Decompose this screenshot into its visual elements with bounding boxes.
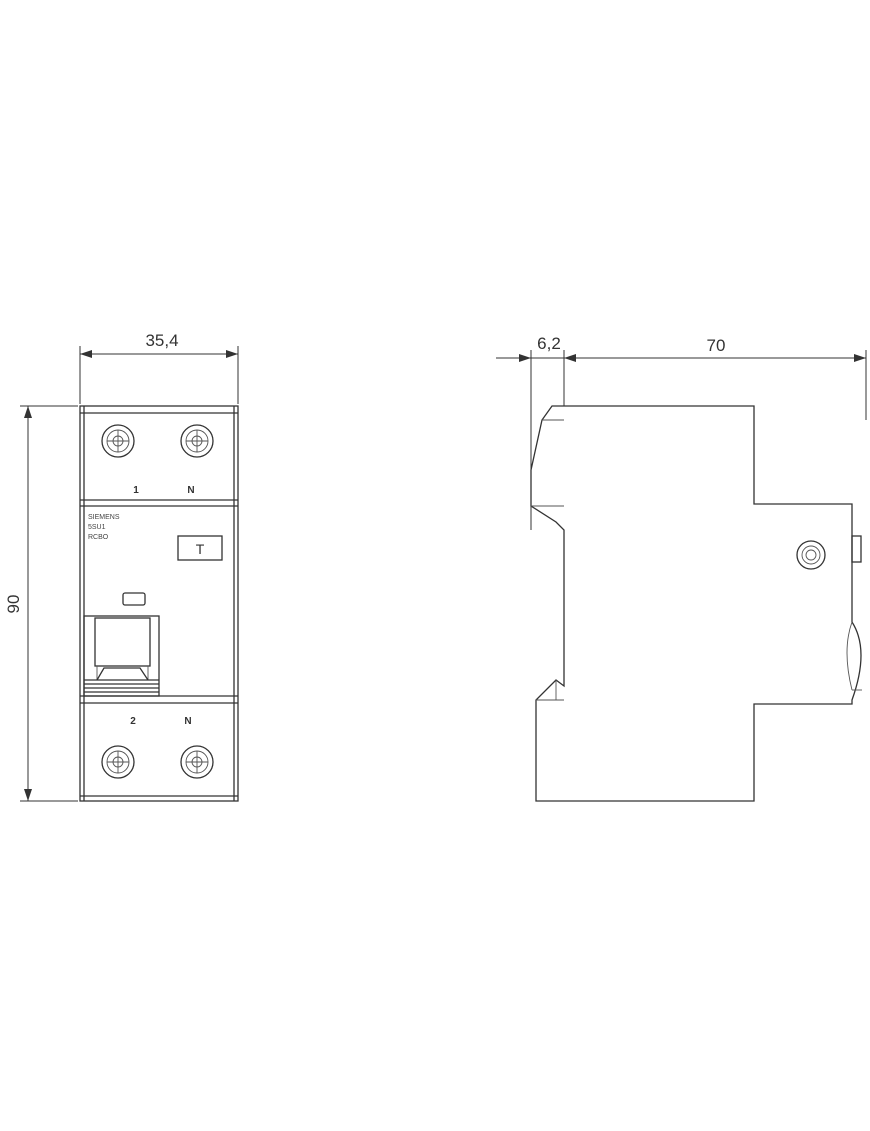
label-line-model: 5SU1 — [88, 524, 106, 531]
front-body-outline — [79, 405, 239, 802]
front-view: 35,4 90 — [4, 331, 239, 802]
terminal-screw-icon — [101, 424, 135, 458]
terminal-screw-icon — [101, 745, 135, 779]
terminal-label-bottom-left: 2 — [130, 716, 136, 727]
terminal-label-bottom-right: N — [184, 716, 191, 727]
side-offset-label: 6,2 — [537, 334, 561, 353]
test-button-symbol: T — [196, 541, 205, 557]
toggle-lever — [83, 615, 160, 697]
label-line-brand: SIEMENS — [88, 514, 120, 521]
label-line-type: RCBO — [88, 534, 109, 541]
front-height-label: 90 — [4, 595, 23, 614]
terminal-label-top-left: 1 — [133, 485, 139, 496]
side-clip — [851, 535, 862, 563]
front-width-dimension: 35,4 — [79, 331, 239, 404]
side-view: 6,2 70 — [496, 334, 867, 802]
side-profile-outline — [530, 405, 862, 802]
side-screw-icon — [796, 540, 826, 570]
terminal-screw-icon — [180, 424, 214, 458]
terminal-screw-icon — [180, 745, 214, 779]
terminal-label-top-right: N — [187, 485, 194, 496]
front-height-dimension: 90 — [4, 405, 78, 802]
test-button-outline — [177, 535, 223, 561]
side-depth-label: 70 — [707, 336, 726, 355]
indicator-window — [122, 592, 146, 606]
front-width-label: 35,4 — [145, 331, 178, 350]
side-dimensions: 6,2 70 — [496, 334, 867, 530]
